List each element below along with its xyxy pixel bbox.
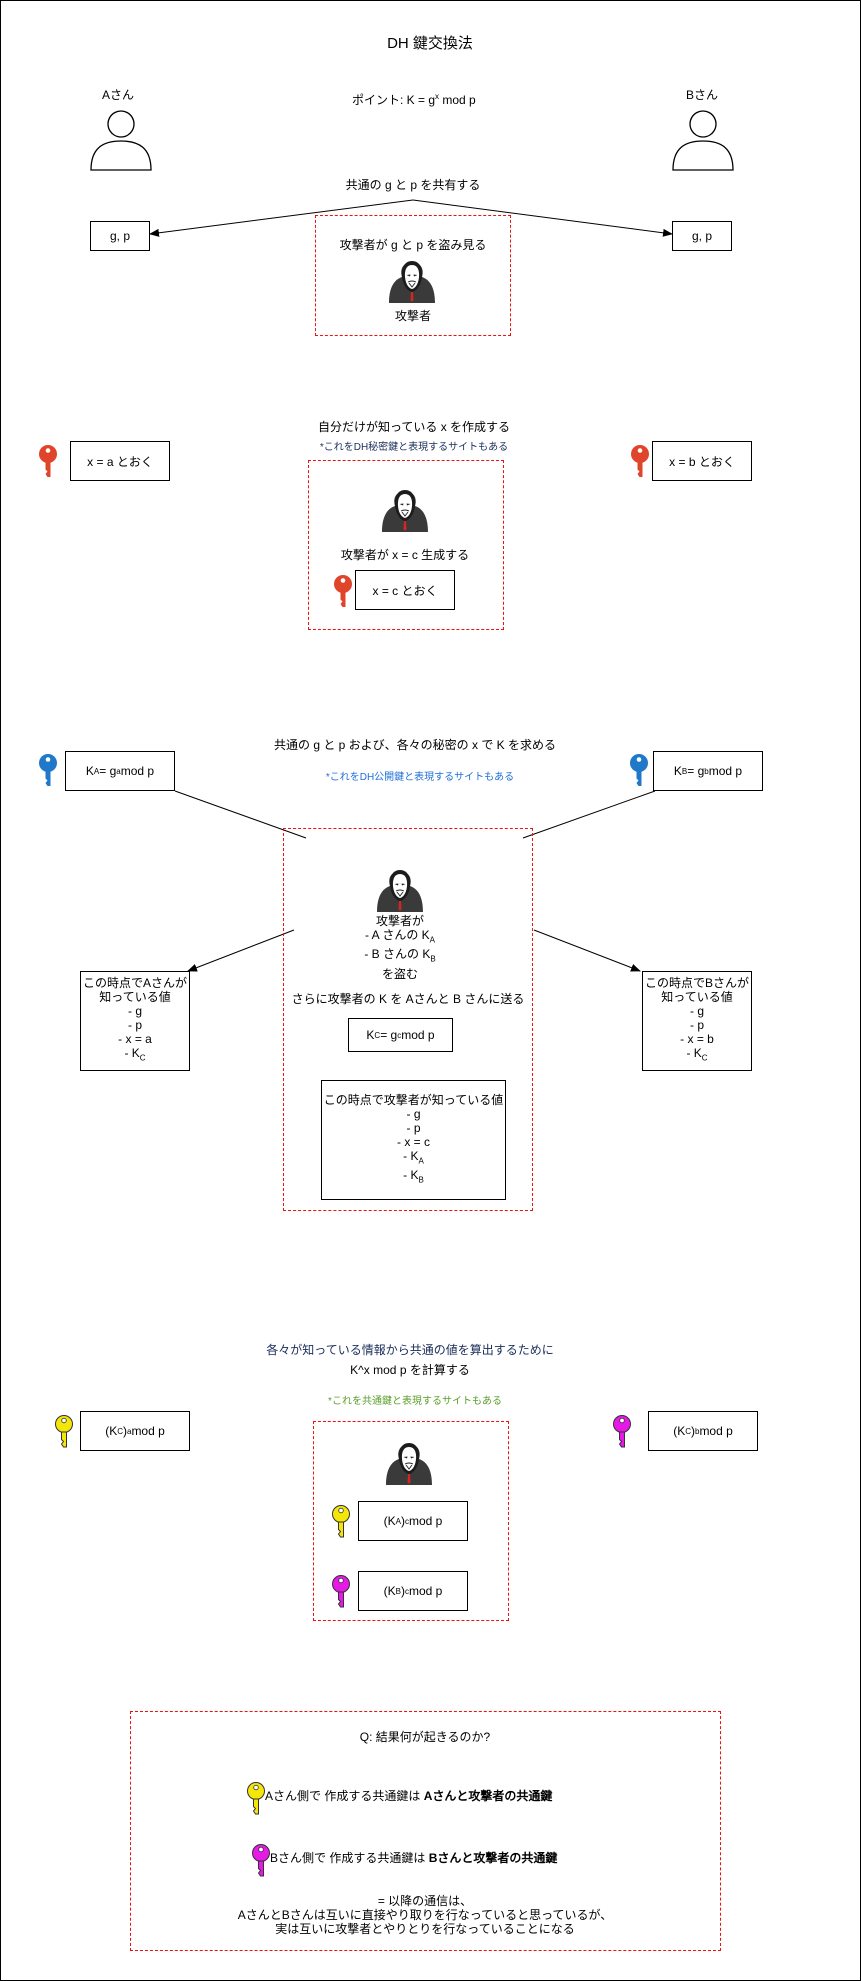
attacker-caption-1: 攻撃者が g と p を盗み見る [339,238,487,252]
page-title: DH 鍵交換法 [387,35,473,52]
person-a-label: Aさん [102,88,135,102]
attacker-icon [386,1443,432,1485]
key-icon [630,754,648,786]
section4-heading-1: 各々が知っている情報から共通の値を算出するために [266,1343,554,1357]
attacker-caption-2: 攻撃者が x = c 生成する [340,548,470,562]
person-icon [672,110,734,171]
section4-note: *これを共通鍵と表現するサイトもある [328,1396,502,1407]
key-icon [332,1575,350,1608]
key-icon [55,1415,73,1448]
b-secret-box: x = b とおく [652,441,752,481]
section3-heading: 共通の g と p および、各々の秘密の x で K を求める [273,738,557,752]
arrow-attacker-to-a [187,929,295,972]
section4-heading-2: K^x mod p を計算する [350,1363,470,1377]
line-kb-to-attacker [522,790,656,839]
conclusion-text: = 以降の通信は、 AさんとBさんは互いに直接やり取りを行なっていると思っている… [237,1894,613,1936]
share-label: 共通の g と p を共有する [345,178,481,192]
person-b-label: Bさん [686,88,719,102]
attacker-icon [389,261,435,303]
attacker-region-2 [308,460,504,630]
section3-note: *これをDH公開鍵と表現するサイトもある [325,772,515,783]
attacker-known-values-box: この時点で攻撃者が知っている値 - g - p - x = c - KA - K… [321,1080,506,1200]
conclusion-a-line: Aさん側で 作成する共通鍵は Aさんと攻撃者の共通鍵 [265,1789,553,1803]
attacker-region-1 [315,215,511,336]
key-icon [613,1415,631,1448]
section2-note: *これをDH秘密鍵と表現するサイトもある [319,442,509,453]
a-secret-box: x = a とおく [70,441,170,481]
conclusion-b-line: Bさん側で 作成する共通鍵は Bさんと攻撃者の共通鍵 [270,1851,558,1865]
point-formula: ポイント: K = gx mod p [352,92,476,107]
key-icon [252,1844,270,1877]
attacker-secret-box: x = c とおく [355,570,455,610]
line-ka-to-attacker [174,790,307,839]
attacker-region-4 [313,1421,509,1621]
arrow-to-a-gp [149,199,414,237]
conclusion-region [130,1711,721,1951]
b-gp-box: g, p [672,221,732,251]
key-icon [332,1505,350,1538]
key-icon [39,754,57,786]
key-icon [631,445,649,477]
key-icon [39,445,57,477]
key-icon [247,1782,265,1815]
attacker-steal-text: 攻撃者が - A さんの KA - B さんの KB を盗む [364,914,436,981]
attacker-label-1: 攻撃者 [394,309,431,323]
b-known-values-box: この時点でBさんが 知っている値 - g - p - x = b - KC [642,971,752,1071]
attacker-send-text: さらに攻撃者の K を Aさんと B さんに送る [291,992,525,1006]
arrow-to-b-gp [412,199,673,237]
conclusion-question: Q: 結果何が起きるのか? [359,1730,491,1744]
a-gp-box: g, p [90,221,150,251]
attacker-region-3 [283,828,533,1211]
arrow-attacker-to-b [533,929,641,972]
section2-heading: 自分だけが知っている x を作成する [317,420,511,434]
key-icon [334,575,352,607]
attacker-icon [377,870,423,912]
person-icon [90,110,152,171]
attacker-icon [382,490,428,532]
a-known-values-box: この時点でAさんが 知っている値 - g - p - x = a - KC [80,971,190,1071]
